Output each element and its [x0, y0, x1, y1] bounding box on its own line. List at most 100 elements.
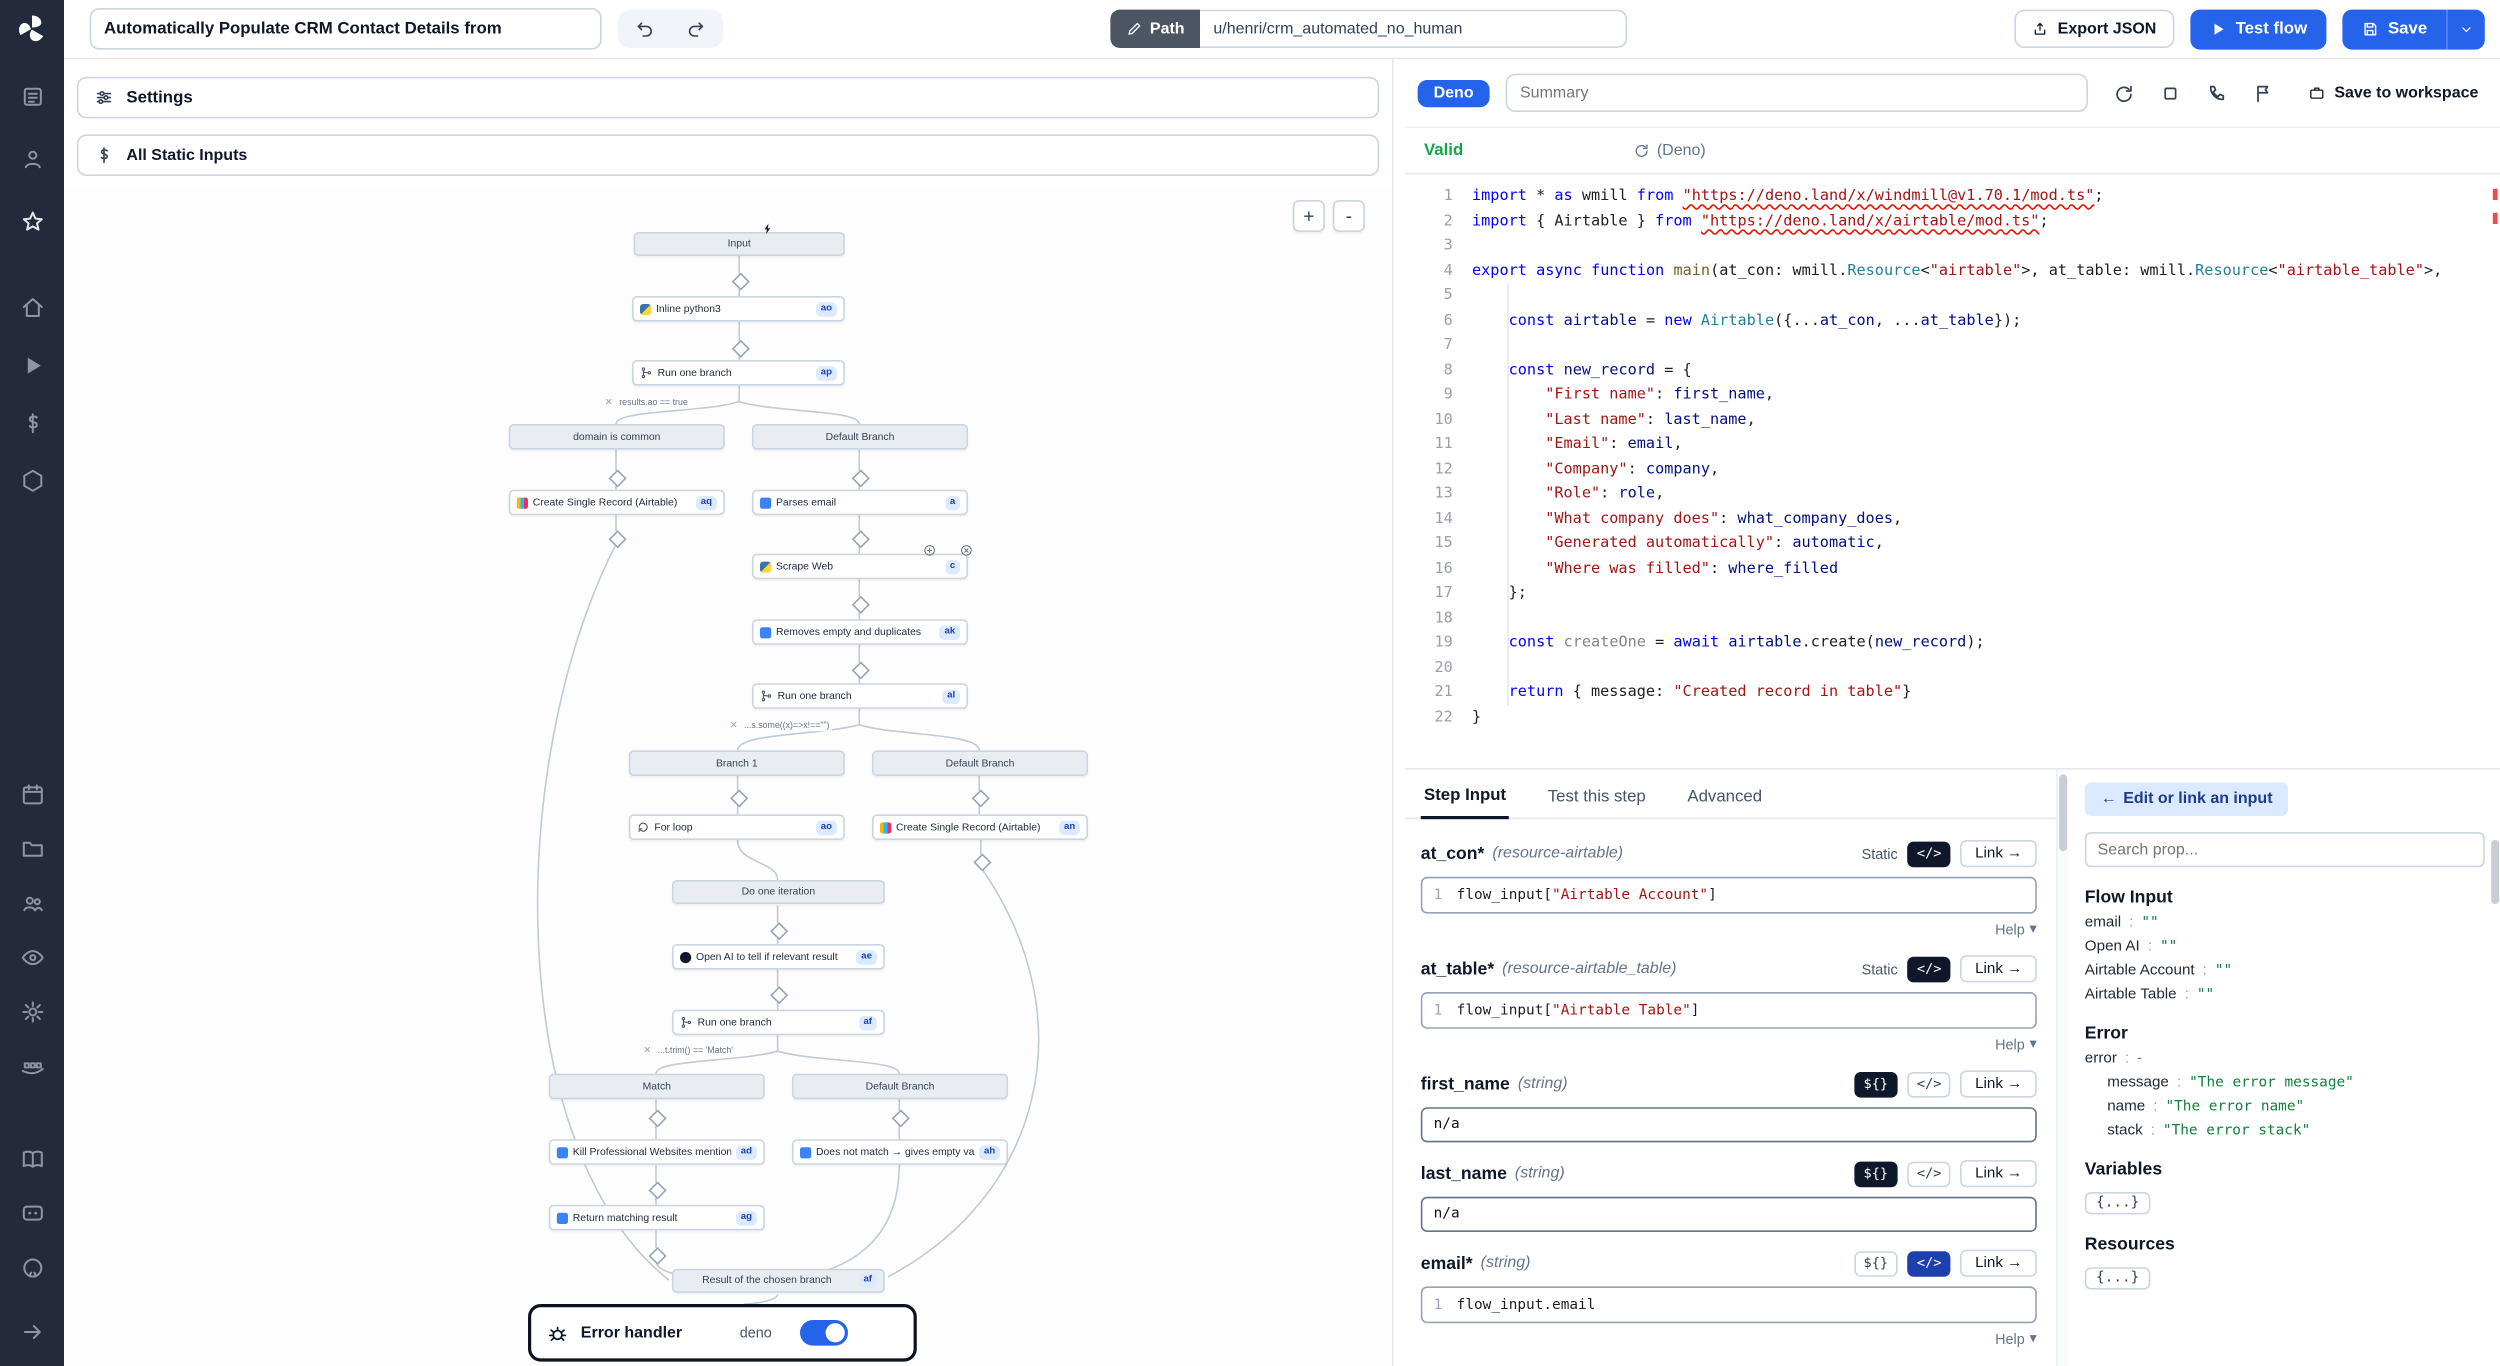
- flow-node-branch-1[interactable]: Branch 1: [628, 750, 845, 776]
- prop-row-message[interactable]: message:"The error message": [2085, 1074, 2485, 1092]
- code-toggle[interactable]: </>: [1907, 1071, 1952, 1097]
- path-input[interactable]: [1200, 9, 1628, 49]
- summary-input[interactable]: [1505, 73, 2088, 112]
- tab-test-this-step[interactable]: Test this step: [1547, 787, 1646, 807]
- flow-node-match[interactable]: Match: [548, 1073, 765, 1100]
- undo-button[interactable]: [621, 13, 669, 45]
- flow-node-default-branch[interactable]: Default Branch: [872, 750, 1088, 776]
- field-value-input[interactable]: n/a: [1420, 1107, 2037, 1143]
- props-scrollbar[interactable]: [2491, 840, 2500, 904]
- help-link[interactable]: Help▾: [1421, 920, 2037, 938]
- tab-advanced[interactable]: Advanced: [1687, 787, 1763, 807]
- sidebar-item-schedules[interactable]: [10, 771, 55, 816]
- test-flow-button[interactable]: Test flow: [2189, 8, 2327, 49]
- code-toggle[interactable]: </>: [1907, 1250, 1952, 1276]
- prop-row-email[interactable]: email:"": [2085, 914, 2485, 932]
- scrollbar-thumb[interactable]: [2059, 774, 2068, 852]
- export-json-button[interactable]: Export JSON: [2014, 9, 2174, 49]
- help-link[interactable]: Help▾: [1421, 1035, 2037, 1053]
- sidebar-item-watch[interactable]: [10, 934, 55, 979]
- sidebar-item-flows[interactable]: [10, 458, 55, 503]
- zoom-in-button[interactable]: +: [1292, 200, 1325, 232]
- template-toggle[interactable]: ${}: [1853, 1160, 1898, 1187]
- template-toggle[interactable]: ${}: [1853, 1071, 1898, 1097]
- sidebar-item-logs[interactable]: [10, 74, 55, 119]
- sync-icon[interactable]: [2114, 82, 2135, 103]
- sidebar-item-settings[interactable]: [10, 989, 55, 1034]
- prop-row-airtable-table[interactable]: Airtable Table:"": [2085, 986, 2485, 1004]
- sidebar-item-docs[interactable]: [10, 1136, 55, 1181]
- stop-icon[interactable]: [2160, 82, 2181, 103]
- search-prop-input[interactable]: [2084, 832, 2485, 868]
- field-value-input[interactable]: n/a: [1420, 1196, 2037, 1232]
- flow-node-create-single-record-airtable[interactable]: Create Single Record (Airtable)aq: [508, 489, 725, 516]
- link-button[interactable]: Link →: [1960, 1249, 2037, 1277]
- prop-row-name[interactable]: name:"The error name": [2085, 1098, 2485, 1116]
- prop-row-stack[interactable]: stack:"The error stack": [2085, 1122, 2485, 1140]
- remove-step-icon[interactable]: [960, 544, 973, 557]
- link-button[interactable]: Link →: [1960, 1070, 2037, 1098]
- edit-or-link-button[interactable]: ← Edit or link an input: [2084, 782, 2289, 816]
- tab-step-input[interactable]: Step Input: [1420, 786, 1510, 820]
- step-scrollbar[interactable]: [2056, 769, 2069, 1366]
- template-toggle[interactable]: ${}: [1853, 1250, 1898, 1276]
- flow-node-do-one-iteration[interactable]: Do one iteration: [672, 880, 885, 904]
- panel-resizer[interactable]: [1392, 59, 1407, 1366]
- save-dropdown-button[interactable]: [2446, 8, 2485, 49]
- flow-node-default-branch[interactable]: Default Branch: [752, 424, 968, 450]
- flow-node-create-single-record-airtable[interactable]: Create Single Record (Airtable)an: [872, 814, 1088, 840]
- sidebar-item-dollar[interactable]: [10, 400, 55, 445]
- flow-node-domain-is-common[interactable]: domain is common: [508, 424, 725, 450]
- sidebar-item-github[interactable]: [10, 1245, 55, 1290]
- help-link[interactable]: Help▾: [1421, 1330, 2037, 1348]
- flow-node-default-branch[interactable]: Default Branch: [792, 1073, 1008, 1100]
- flag-icon[interactable]: [2253, 82, 2274, 103]
- code-toggle[interactable]: </>: [1907, 1160, 1952, 1187]
- add-step-icon[interactable]: [923, 544, 936, 557]
- code-toggle[interactable]: </>: [1907, 840, 1952, 867]
- redo-button[interactable]: [672, 13, 720, 45]
- link-button[interactable]: Link →: [1960, 955, 2037, 983]
- code-toggle[interactable]: </>: [1907, 956, 1952, 982]
- link-button[interactable]: Link →: [1960, 840, 2037, 868]
- path-button[interactable]: Path: [1109, 9, 1201, 49]
- props-object-badge[interactable]: {...}: [2084, 1192, 2151, 1215]
- prop-row-open-ai[interactable]: Open AI:"": [2085, 938, 2485, 956]
- windmill-logo-icon[interactable]: [16, 13, 48, 45]
- prop-row-airtable-account[interactable]: Airtable Account:"": [2085, 962, 2485, 980]
- sidebar-item-collapse[interactable]: [10, 1309, 55, 1354]
- sidebar-item-workers[interactable]: [10, 1043, 55, 1088]
- prop-row-error[interactable]: error:-: [2085, 1050, 2485, 1068]
- static-inputs-bar[interactable]: All Static Inputs: [76, 134, 1380, 176]
- sidebar-item-groups[interactable]: [10, 880, 55, 925]
- save-to-workspace-button[interactable]: Save to workspace: [2299, 82, 2488, 103]
- sidebar-item-play[interactable]: [10, 342, 55, 387]
- flow-node-input[interactable]: Input: [633, 232, 845, 256]
- sidebar-item-user[interactable]: [10, 136, 55, 181]
- sidebar-item-home[interactable]: [10, 285, 55, 330]
- props-object-badge[interactable]: {...}: [2084, 1267, 2151, 1290]
- phone-icon[interactable]: [2206, 82, 2227, 103]
- zoom-out-button[interactable]: -: [1332, 200, 1365, 232]
- save-button[interactable]: Save: [2342, 8, 2447, 49]
- settings-bar[interactable]: Settings: [76, 76, 1380, 119]
